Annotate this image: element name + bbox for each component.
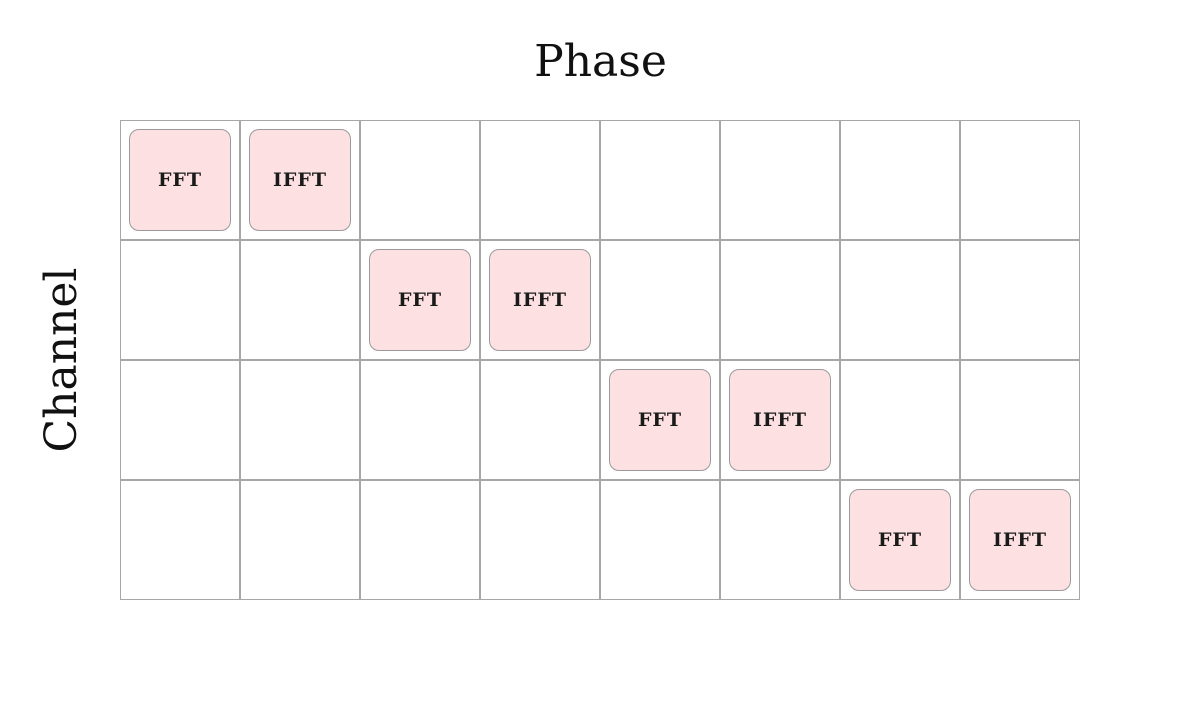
grid-cell bbox=[960, 120, 1080, 240]
grid-cell bbox=[600, 120, 720, 240]
grid-cell bbox=[720, 480, 840, 600]
block-fft: FFT bbox=[369, 249, 471, 351]
grid-cell bbox=[720, 120, 840, 240]
grid-cell bbox=[480, 360, 600, 480]
grid-cell bbox=[120, 240, 240, 360]
grid-cell bbox=[720, 240, 840, 360]
grid-cell bbox=[240, 240, 360, 360]
block-ifft: IFFT bbox=[729, 369, 831, 471]
block-ifft: IFFT bbox=[489, 249, 591, 351]
block-ifft: IFFT bbox=[249, 129, 351, 231]
channel-axis-title: Channel bbox=[36, 267, 87, 453]
block-fft: FFT bbox=[129, 129, 231, 231]
grid-cell bbox=[240, 360, 360, 480]
grid-cell bbox=[240, 480, 360, 600]
grid-cell bbox=[960, 360, 1080, 480]
grid-cell bbox=[120, 360, 240, 480]
block-fft: FFT bbox=[849, 489, 951, 591]
grid-cell bbox=[600, 480, 720, 600]
grid-cell bbox=[360, 360, 480, 480]
phase-axis-title: Phase bbox=[534, 36, 667, 87]
grid-cell bbox=[360, 480, 480, 600]
grid-cell bbox=[480, 120, 600, 240]
grid-cell bbox=[360, 120, 480, 240]
grid-cell bbox=[600, 240, 720, 360]
grid-cell bbox=[120, 480, 240, 600]
grid-cell bbox=[960, 240, 1080, 360]
grid-cell bbox=[840, 240, 960, 360]
block-fft: FFT bbox=[609, 369, 711, 471]
block-ifft: IFFT bbox=[969, 489, 1071, 591]
grid-cell bbox=[840, 120, 960, 240]
grid-cell bbox=[840, 360, 960, 480]
grid-cell bbox=[480, 480, 600, 600]
